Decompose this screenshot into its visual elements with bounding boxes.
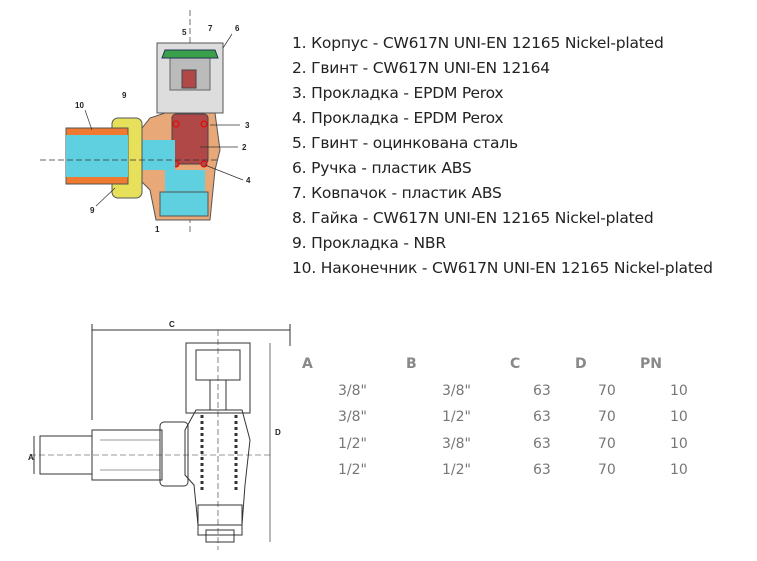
callout-9-top: 9 bbox=[122, 91, 127, 100]
table-cell: 3/8" bbox=[338, 383, 367, 399]
parts-list-item: 5. Гвинт - оцинкована сталь bbox=[292, 134, 518, 152]
table-cell: 3/8" bbox=[442, 383, 471, 399]
table-cell: 10 bbox=[670, 436, 688, 452]
parts-list-item: 3. Прокладка - EPDM Perox bbox=[292, 84, 504, 102]
table-cell: 63 bbox=[533, 409, 551, 425]
table-cell: 70 bbox=[598, 436, 616, 452]
dimension-label-c: C bbox=[169, 320, 175, 329]
callout-10: 10 bbox=[75, 101, 84, 110]
callout-5: 5 bbox=[182, 28, 187, 37]
dimension-label-d: D bbox=[275, 428, 281, 437]
table-cell: 10 bbox=[670, 462, 688, 478]
parts-list-item: 7. Ковпачок - пластик ABS bbox=[292, 184, 502, 202]
parts-list-item: 9. Прокладка - NBR bbox=[292, 234, 446, 252]
callout-3: 3 bbox=[245, 121, 250, 130]
table-cell: 70 bbox=[598, 462, 616, 478]
table-header-c: C bbox=[510, 356, 521, 372]
table-header-pn: PN bbox=[640, 356, 662, 372]
table-cell: 10 bbox=[670, 383, 688, 399]
parts-list-item: 4. Прокладка - EPDM Perox bbox=[292, 109, 504, 127]
table-cell: 63 bbox=[533, 436, 551, 452]
table-header-a: A bbox=[302, 356, 313, 372]
callout-1: 1 bbox=[155, 225, 160, 234]
table-cell: 1/2" bbox=[442, 462, 471, 478]
parts-list-item: 2. Гвинт - CW617N UNI-EN 12164 bbox=[292, 59, 550, 77]
parts-list: 1. Корпус - CW617N UNI-EN 12165 Nickel-p… bbox=[292, 31, 713, 281]
table-cell: 63 bbox=[533, 383, 551, 399]
table-cell: 1/2" bbox=[338, 436, 367, 452]
table-cell: 63 bbox=[533, 462, 551, 478]
table-header-d: D bbox=[575, 356, 587, 372]
table-cell: 3/8" bbox=[442, 436, 471, 452]
dimension-label-a: A bbox=[28, 453, 34, 462]
callout-9-bottom: 9 bbox=[90, 206, 95, 215]
callout-7: 7 bbox=[208, 24, 213, 33]
valve-dimension-drawing: C A D bbox=[28, 320, 291, 550]
table-cell: 70 bbox=[598, 383, 616, 399]
parts-list-item: 8. Гайка - CW617N UNI-EN 12165 Nickel-pl… bbox=[292, 209, 654, 227]
callout-4: 4 bbox=[246, 176, 251, 185]
table-cell: 3/8" bbox=[338, 409, 367, 425]
table-cell: 70 bbox=[598, 409, 616, 425]
callout-6: 6 bbox=[235, 24, 240, 33]
table-cell: 10 bbox=[670, 409, 688, 425]
valve-cross-section-diagram: 5 7 6 3 2 4 1 9 9 10 bbox=[40, 10, 251, 235]
parts-list-item: 1. Корпус - CW617N UNI-EN 12165 Nickel-p… bbox=[292, 34, 664, 52]
parts-list-item: 6. Ручка - пластик ABS bbox=[292, 159, 472, 177]
table-header-b: B bbox=[406, 356, 417, 372]
table-cell: 1/2" bbox=[442, 409, 471, 425]
parts-list-item: 10. Наконечник - CW617N UNI-EN 12165 Nic… bbox=[292, 259, 713, 277]
table-cell: 1/2" bbox=[338, 462, 367, 478]
callout-2: 2 bbox=[242, 143, 247, 152]
